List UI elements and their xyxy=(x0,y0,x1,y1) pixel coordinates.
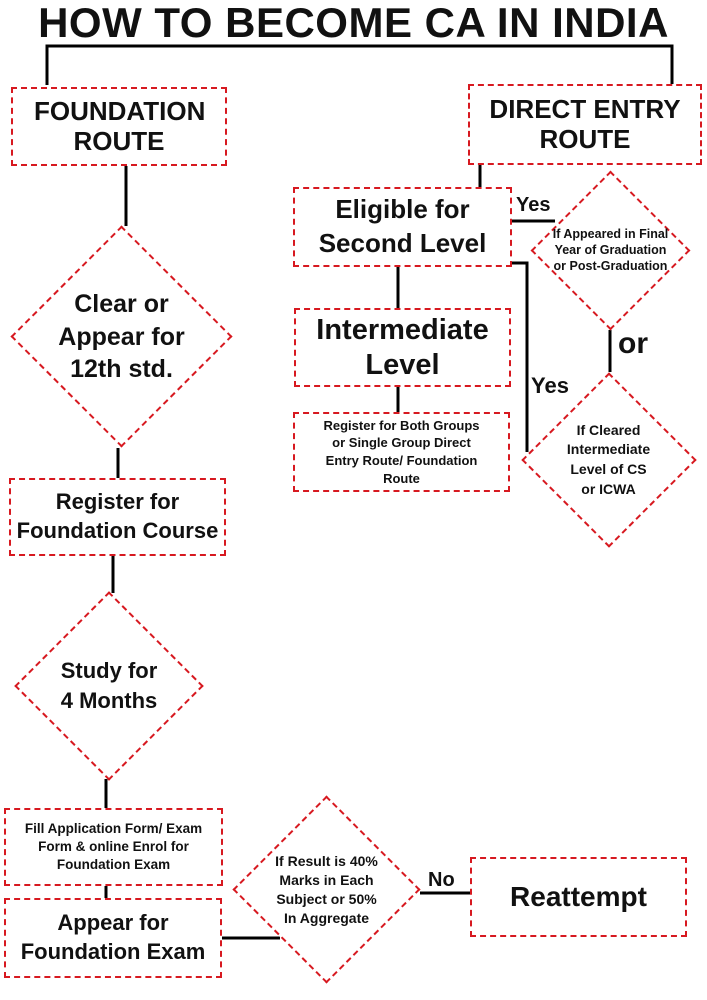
appear-foundation-exam-box: Appear for Foundation Exam xyxy=(4,898,222,978)
reattempt-label: Reattempt xyxy=(510,880,647,912)
intermediate-level-label: Intermediate Level xyxy=(316,313,489,381)
title-connector xyxy=(45,44,674,85)
cleared-intermediate-label: If Cleared Intermediate Level of CS or I… xyxy=(566,421,651,497)
fill-application-form-label: Fill Application Form/ Exam Form & onlin… xyxy=(24,820,203,873)
appear-foundation-exam-label: Appear for Foundation Exam xyxy=(20,910,206,964)
connector-eligible-to-cleared xyxy=(512,261,529,452)
register-foundation-course-label: Register for Foundation Course xyxy=(16,489,219,543)
direct-entry-route-label: DIRECT ENTRY ROUTE xyxy=(489,93,681,154)
reattempt-box: Reattempt xyxy=(470,857,687,937)
appeared-final-year-label: If Appeared in Final Year of Graduation … xyxy=(552,226,669,274)
register-groups-box: Register for Both Groups or Single Group… xyxy=(293,412,510,492)
foundation-route-box: FOUNDATION ROUTE xyxy=(11,87,227,166)
direct-entry-route-box: DIRECT ENTRY ROUTE xyxy=(468,84,702,165)
appeared-final-year-decision: If Appeared in Final Year of Graduation … xyxy=(530,170,691,331)
result-condition-decision: If Result is 40% Marks in Each Subject o… xyxy=(232,795,421,985)
no-label: No xyxy=(428,869,455,891)
study-4-months-decision: Study for 4 Months xyxy=(12,591,206,781)
eligible-second-level-label: Eligible for Second Level xyxy=(318,194,487,258)
fill-application-form-box: Fill Application Form/ Exam Form & onlin… xyxy=(4,808,223,886)
cleared-intermediate-decision: If Cleared Intermediate Level of CS or I… xyxy=(520,372,697,548)
foundation-route-label: FOUNDATION ROUTE xyxy=(34,95,206,156)
register-groups-label: Register for Both Groups or Single Group… xyxy=(323,417,480,486)
page-title: HOW TO BECOME CA IN INDIA xyxy=(38,0,669,46)
or-label: or xyxy=(618,327,648,360)
intermediate-level-box: Intermediate Level xyxy=(294,308,511,387)
yes-label-side: Yes xyxy=(531,373,569,398)
eligible-second-level-box: Eligible for Second Level xyxy=(293,187,512,267)
register-foundation-course-box: Register for Foundation Course xyxy=(9,478,226,556)
yes-label-top: Yes xyxy=(516,194,551,216)
study-4-months-label: Study for 4 Months xyxy=(60,658,158,713)
result-condition-label: If Result is 40% Marks in Each Subject o… xyxy=(275,853,378,926)
clear-appear-12th-decision: Clear or Appear for 12th std. xyxy=(10,225,233,448)
clear-appear-12th-label: Clear or Appear for 12th std. xyxy=(58,290,185,384)
